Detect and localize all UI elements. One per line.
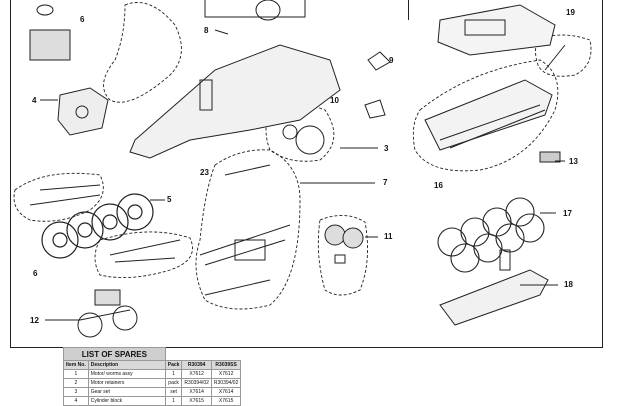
table-cell: 1 — [164, 369, 183, 379]
table-cell: set — [164, 387, 183, 397]
frame-block-outline — [464, 19, 506, 36]
table-cell: X7612 — [210, 369, 242, 379]
column-header: R3039SS — [210, 360, 242, 370]
callout-11: 11 — [384, 232, 393, 241]
diagram-frame — [10, 0, 603, 348]
table-cell: X7615 — [181, 396, 212, 406]
table-cell: Motor/ worms assy — [87, 369, 166, 379]
cylinder-block-outline — [57, 87, 109, 136]
table-cell: Gear set — [87, 387, 166, 397]
callout-19: 19 — [566, 8, 575, 17]
table-cell: 1 — [164, 396, 183, 406]
group-outline-6-left — [13, 172, 104, 222]
spares-title: LIST OF SPARES — [63, 347, 166, 361]
callout-10: 10 — [330, 96, 339, 105]
pickup-part-outline — [539, 151, 561, 163]
chassis-body-outline — [129, 44, 341, 159]
group-outline-6-bottom — [94, 231, 193, 279]
callout-12: 12 — [30, 316, 39, 325]
callout-4: 4 — [32, 96, 37, 105]
callout-6-left: 6 — [33, 269, 38, 278]
callout-23: 23 — [200, 168, 209, 177]
spares-table: LIST OF SPARES Item No. Description Pack… — [63, 347, 242, 406]
tender-wheels-outline — [437, 197, 545, 273]
diagram-divider — [408, 0, 409, 20]
table-cell: pack — [164, 378, 183, 388]
group-outline-7 — [195, 149, 301, 310]
table-cell: X7615 — [210, 396, 242, 406]
table-cell: Cylinder block — [87, 396, 166, 406]
spares-header-row: Item No. Description Pack R30394 R3039SS — [63, 360, 242, 370]
table-cell: X7614 — [181, 387, 212, 397]
table-cell: R30394/02 — [210, 378, 242, 388]
table-row: 4 Cylinder block 1 X7615 X7615 — [63, 396, 242, 406]
motor-part-outline — [255, 0, 281, 21]
callout-16: 16 — [434, 181, 443, 190]
group-outline-19 — [535, 34, 592, 77]
table-cell: X7612 — [181, 369, 212, 379]
column-header: R30394 — [181, 360, 212, 370]
callout-18: 18 — [564, 280, 573, 289]
chassis-frame-outline — [424, 79, 553, 151]
group-outline-11 — [317, 215, 369, 296]
callout-9: 9 — [389, 56, 394, 65]
table-cell: X7614 — [210, 387, 242, 397]
motor-part-outline — [204, 0, 306, 18]
chassis-body-outline — [199, 79, 213, 111]
callout-17: 17 — [563, 209, 572, 218]
table-cell: 2 — [63, 378, 89, 388]
table-cell: Motor retainers — [87, 378, 166, 388]
callout-8: 8 — [204, 26, 209, 35]
group-outline-16 — [412, 59, 559, 172]
table-row: 3 Gear set set X7614 X7614 — [63, 387, 242, 397]
group-outline-6-top — [103, 2, 182, 103]
frame-block-outline — [437, 4, 556, 56]
callout-5: 5 — [167, 195, 172, 204]
tender-chassis-outline — [439, 269, 549, 326]
table-cell: 1 — [63, 369, 89, 379]
table-cell: 4 — [63, 396, 89, 406]
motor-assy-outline — [29, 29, 71, 61]
callout-3: 3 — [384, 144, 389, 153]
driving-wheels-outline — [41, 193, 154, 259]
callout-13: 13 — [569, 157, 578, 166]
column-header: Description — [87, 360, 166, 370]
column-header: Item No. — [63, 360, 89, 370]
column-header: Pack — [164, 360, 183, 370]
table-row: 2 Motor retainers pack R30394/02 R30394/… — [63, 378, 242, 388]
callout-7: 7 — [383, 178, 388, 187]
table-cell: R30394/02 — [181, 378, 212, 388]
table-row: 1 Motor/ worms assy 1 X7612 X7612 — [63, 369, 242, 379]
callout-6-top: 6 — [80, 15, 85, 24]
table-cell: 3 — [63, 387, 89, 397]
